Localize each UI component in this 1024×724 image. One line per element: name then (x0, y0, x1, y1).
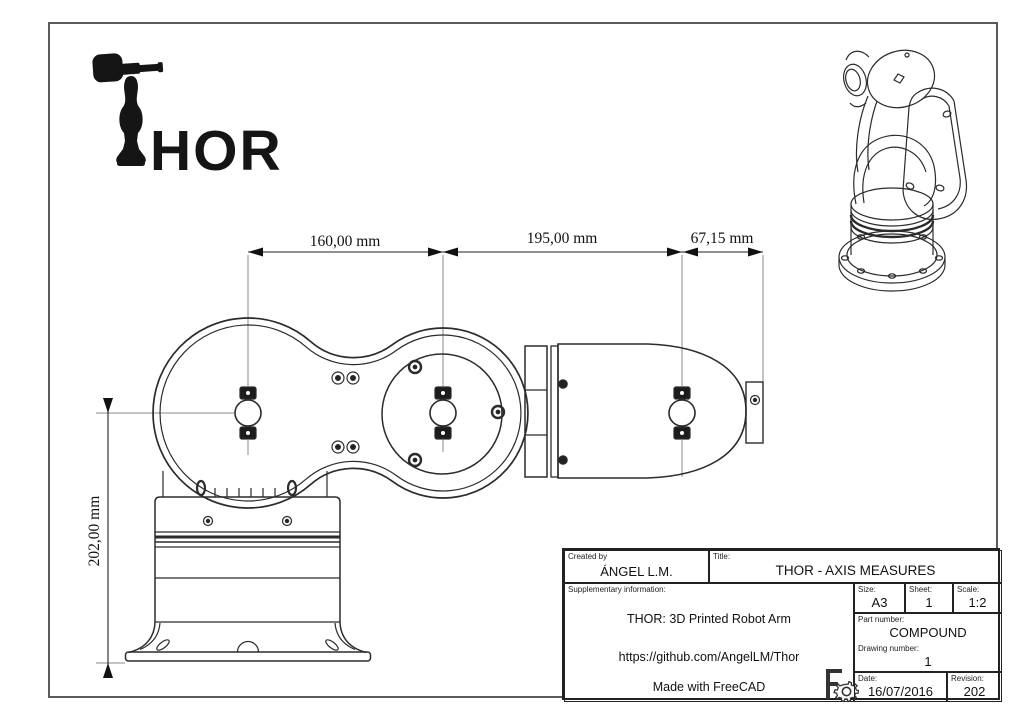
main-orthographic-view (124, 317, 764, 662)
created-by-value: ÁNGEL L.M. (600, 564, 673, 579)
title-label: Title: (713, 552, 731, 561)
axis-marker-2 (429, 386, 457, 440)
part-number-label: Part number: (858, 615, 905, 624)
axis-markers (234, 386, 696, 440)
supplementary-cell: Supplementary information: THOR: 3D Prin… (564, 583, 859, 703)
thor-logo: HOR (92, 53, 283, 183)
freecad-icon (826, 669, 859, 703)
sheet-value: 1 (925, 595, 933, 610)
scale-value: 1:2 (968, 595, 987, 610)
supplementary-link: https://github.com/AngelLM/Thor (618, 650, 800, 664)
created-by-label: Created by (568, 552, 608, 561)
supplementary-label: Supplementary information: (568, 585, 666, 594)
revision-label: Revision: (951, 674, 984, 683)
revision-value: 202 (963, 684, 986, 699)
dimension-67: 67,15 mm (691, 230, 754, 247)
robot-base (124, 471, 372, 662)
drawing-number-value: 1 (924, 654, 932, 669)
drawing-title: THOR - AXIS MEASURES (775, 563, 936, 578)
centerlines (96, 255, 764, 664)
dimension-annotations: 160,00 mm 195,00 mm 67,15 mm 202,00 mm (86, 230, 763, 678)
forearm-body (524, 343, 764, 479)
supplementary-line-3: Made with FreeCAD (652, 680, 766, 694)
created-by-cell: Created by ÁNGEL L.M. (564, 550, 709, 583)
size-cell: Size: A3 (854, 583, 905, 613)
scale-cell: Scale: 1:2 (953, 583, 1002, 613)
date-label: Date: (858, 674, 878, 683)
date-value: 16/07/2016 (867, 684, 934, 699)
sheet-cell: Sheet: 1 (905, 583, 953, 613)
size-value: A3 (871, 595, 888, 610)
part-number-value: COMPOUND (889, 625, 967, 640)
axis-marker-1 (234, 386, 262, 440)
logo-text: HOR (150, 119, 283, 183)
sheet-label: Sheet: (909, 585, 933, 594)
title-block: Created by ÁNGEL L.M. Title: THOR - AXIS… (562, 548, 1002, 703)
supplementary-line-1: THOR: 3D Printed Robot Arm (627, 612, 791, 626)
drawing-frame (48, 22, 998, 698)
dimension-160: 160,00 mm (310, 233, 381, 250)
axis-marker-3 (668, 386, 696, 440)
dimension-195: 195,00 mm (527, 230, 598, 247)
size-label: Size: (858, 585, 876, 594)
robot-column-silhouette (116, 76, 146, 164)
isometric-view (838, 49, 968, 292)
drawing-number-label: Drawing number: (858, 644, 919, 653)
arm-link (152, 317, 529, 509)
part-number-cell: Part number: COMPOUND Drawing number: 1 (854, 613, 1002, 672)
scale-label: Scale: (957, 585, 980, 594)
revision-cell: Revision: 202 (947, 672, 1002, 702)
dimension-202: 202,00 mm (86, 496, 103, 567)
hammer-robot-icon (92, 53, 164, 166)
gear-icon (833, 680, 859, 703)
date-cell: Date: 16/07/2016 (854, 672, 947, 702)
title-cell: Title: THOR - AXIS MEASURES (709, 550, 1002, 583)
